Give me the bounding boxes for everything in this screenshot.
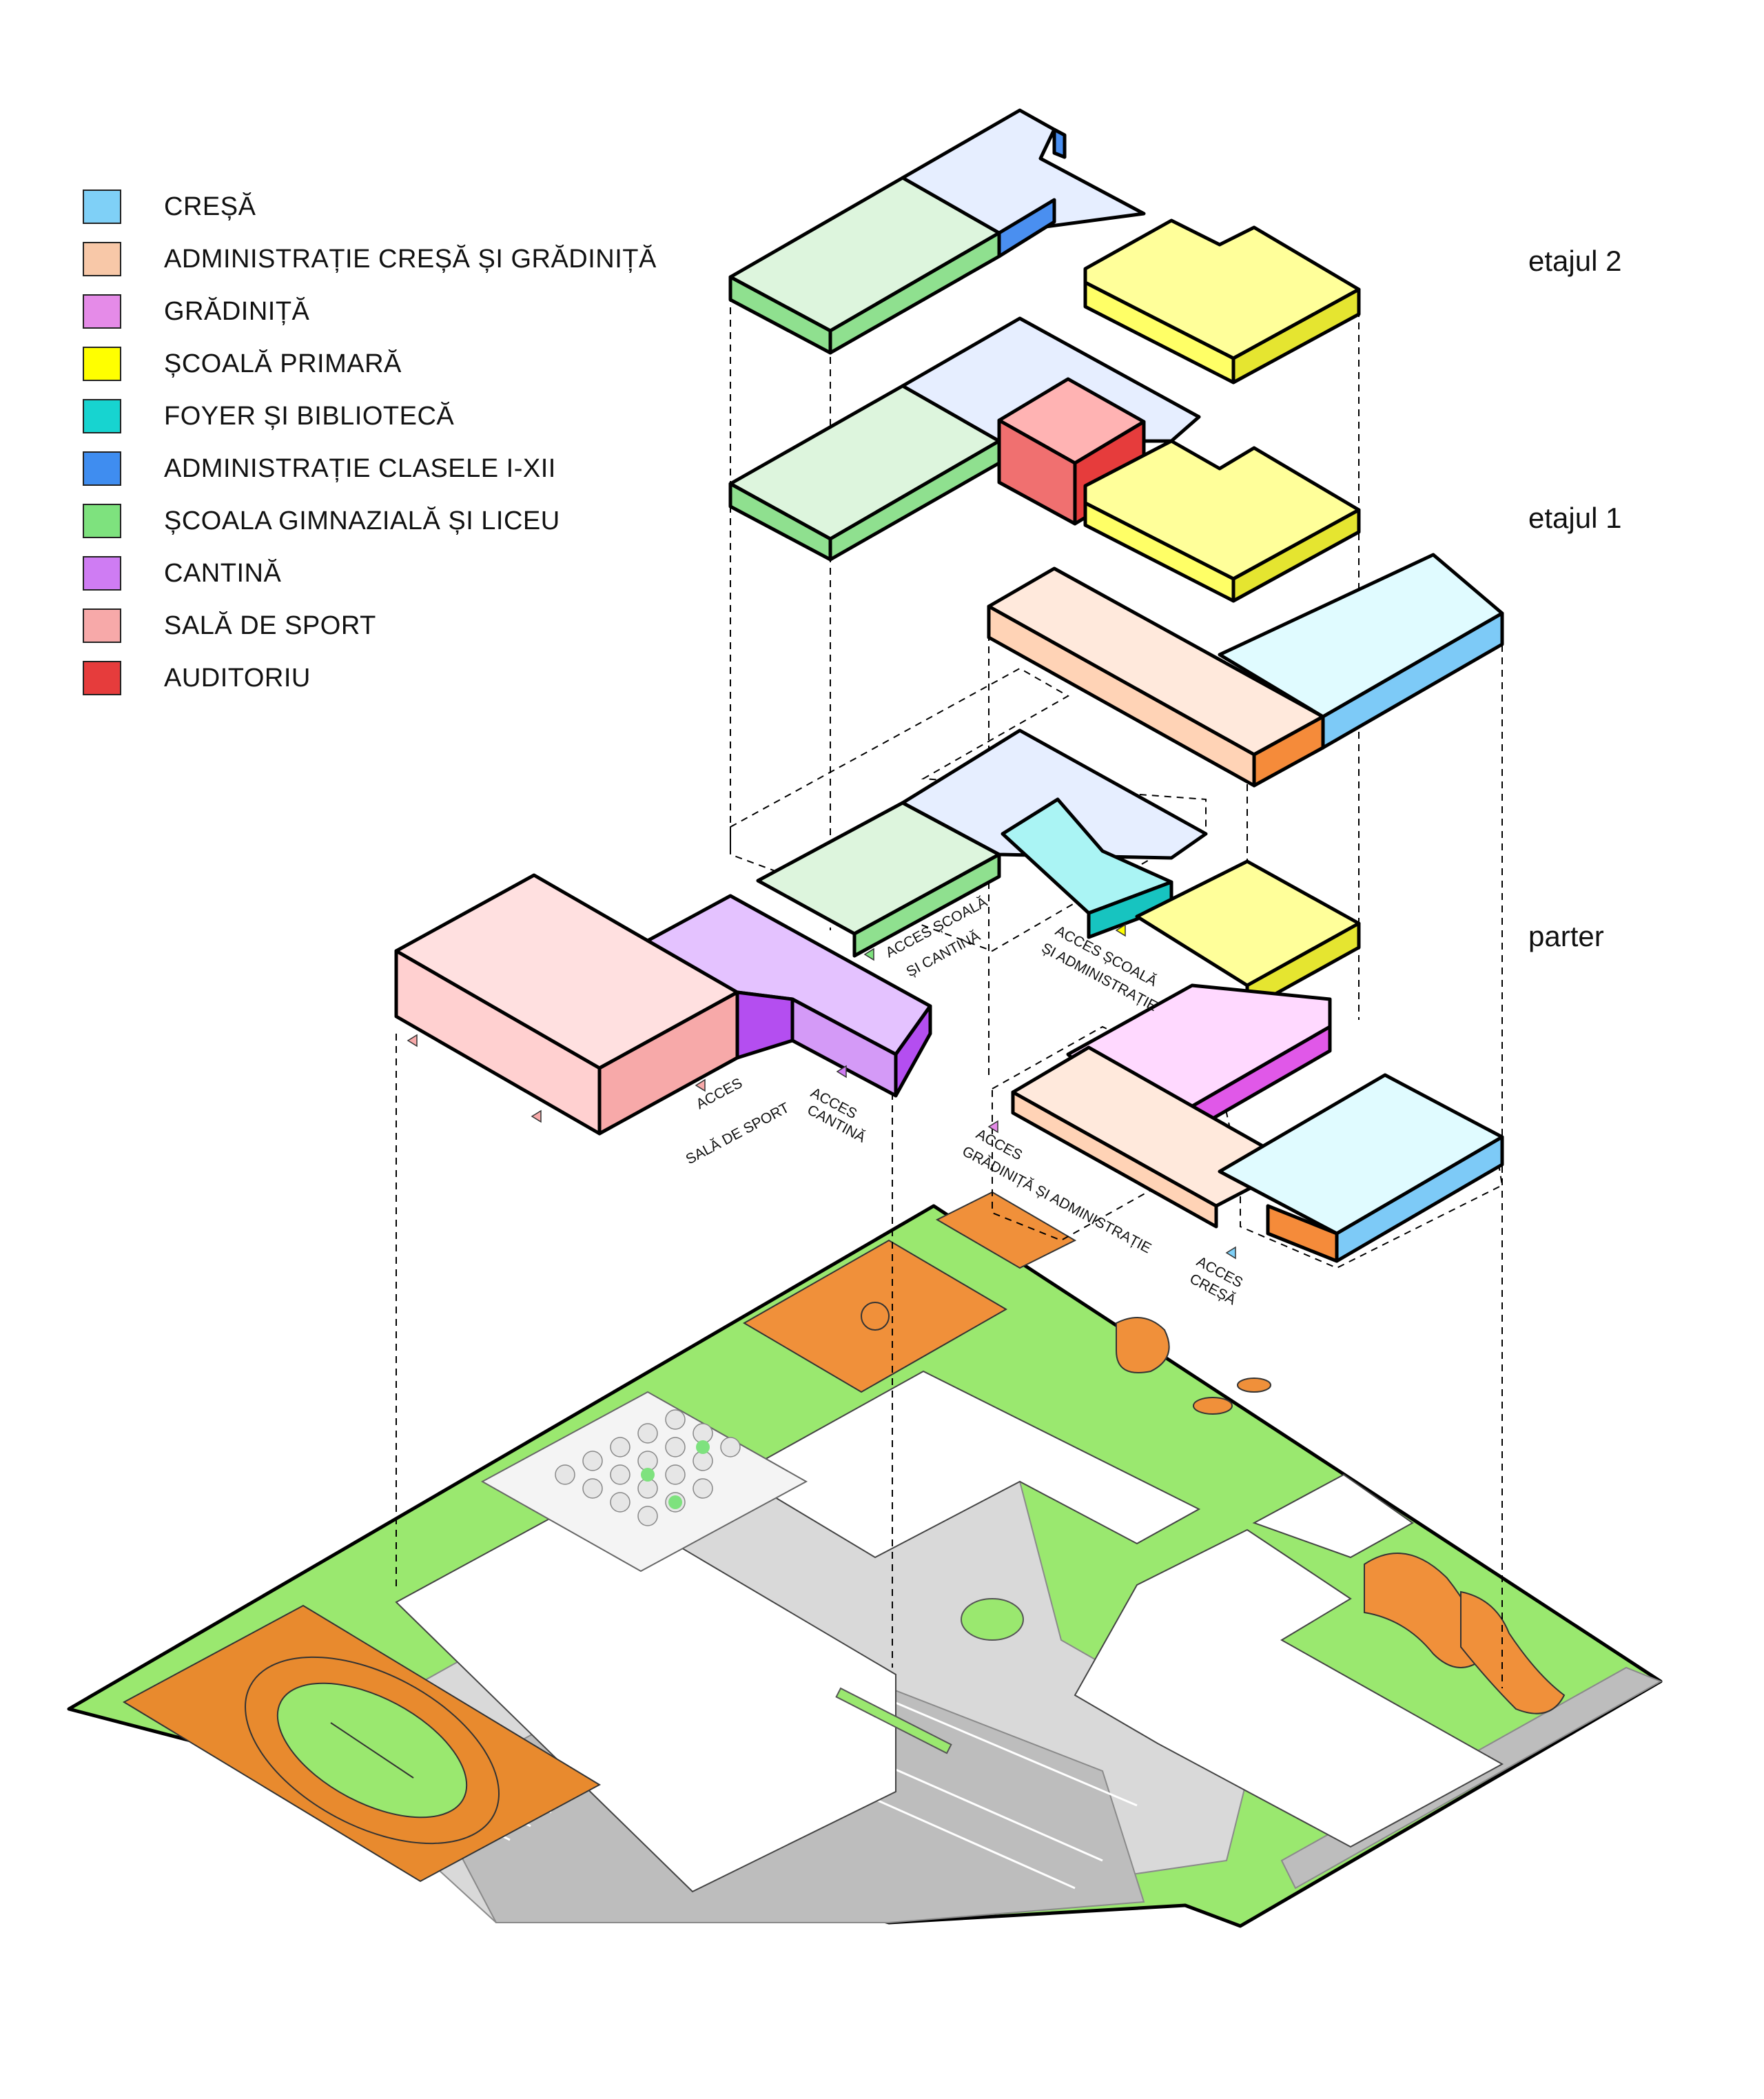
- legend-swatch: [83, 451, 121, 486]
- access-marker-kindergarten: [987, 1120, 998, 1134]
- level-label-floor2: etajul 2: [1528, 245, 1622, 277]
- legend-label: ADMINISTRAȚIE CREȘĂ ȘI GRĂDINIȚĂ: [164, 244, 657, 274]
- legend-swatch: [83, 504, 121, 538]
- floor-1-volume: [728, 316, 1361, 603]
- legend: CREȘĂ ADMINISTRAȚIE CREȘĂ ȘI GRĂDINIȚĂ G…: [83, 181, 703, 704]
- legend-item-admin-clasele: ADMINISTRAȚIE CLASELE I-XII: [83, 442, 703, 495]
- access-marker-canteen: [836, 1065, 847, 1078]
- legend-swatch: [83, 242, 121, 276]
- legend-swatch: [83, 399, 121, 433]
- legend-item-scoala-primara: ȘCOALĂ PRIMARĂ: [83, 338, 703, 390]
- legend-swatch: [83, 347, 121, 381]
- legend-swatch: [83, 294, 121, 329]
- legend-item-cresa: CREȘĂ: [83, 181, 703, 233]
- legend-item-foyer: FOYER ȘI BIBLIOTECĂ: [83, 390, 703, 442]
- access-marker-nursery: [1225, 1246, 1236, 1260]
- legend-swatch: [83, 608, 121, 643]
- legend-item-admin-cresa: ADMINISTRAȚIE CREȘĂ ȘI GRĂDINIȚĂ: [83, 233, 703, 285]
- legend-label: ȘCOALA GIMNAZIALĂ ȘI LICEU: [164, 506, 560, 535]
- play-blobs: [1116, 1317, 1566, 1714]
- legend-swatch: [83, 190, 121, 224]
- footprint-east: [1074, 1528, 1504, 1848]
- site-plan: [67, 1191, 1663, 1928]
- footprint-east-2: [1252, 1473, 1414, 1559]
- running-track: [122, 1604, 602, 1883]
- green-islands: [835, 1598, 1024, 1754]
- legend-label: CREȘĂ: [164, 192, 256, 221]
- nursery-admin-block: [987, 553, 1504, 788]
- legend-item-cantina: CANTINĂ: [83, 547, 703, 600]
- access-marker-sport-3: [695, 1078, 706, 1092]
- legend-label: AUDITORIU: [164, 663, 311, 693]
- legend-label: FOYER ȘI BIBLIOTECĂ: [164, 401, 455, 431]
- access-markers: [407, 923, 1236, 1260]
- access-marker-sport: [407, 1034, 418, 1047]
- legend-item-sala-sport: SALĂ DE SPORT: [83, 600, 703, 652]
- legend-swatch: [83, 661, 121, 695]
- access-marker-sport-2: [531, 1109, 542, 1123]
- legend-item-gradinita: GRĂDINIȚĂ: [83, 285, 703, 338]
- footprint-school: [736, 1370, 1201, 1559]
- access-marker-school-admin: [1115, 923, 1126, 937]
- legend-label: ADMINISTRAȚIE CLASELE I-XII: [164, 453, 556, 483]
- ground-floor-volume: [394, 728, 1504, 1263]
- access-sport-line1: ACCES: [694, 1075, 746, 1112]
- sport-courts: [743, 1191, 1077, 1393]
- level-label-floor1: etajul 1: [1528, 502, 1622, 534]
- legend-label: CANTINĂ: [164, 558, 282, 588]
- legend-label: SALĂ DE SPORT: [164, 611, 376, 640]
- legend-item-gimnaziala: ȘCOALA GIMNAZIALĂ ȘI LICEU: [83, 495, 703, 547]
- legend-label: GRĂDINIȚĂ: [164, 296, 310, 326]
- level-label-ground: parter: [1528, 920, 1604, 952]
- access-marker-school-canteen: [863, 948, 874, 961]
- hex-playground: [480, 1391, 808, 1573]
- legend-item-auditoriu: AUDITORIU: [83, 652, 703, 704]
- legend-swatch: [83, 556, 121, 591]
- legend-label: ȘCOALĂ PRIMARĂ: [164, 349, 402, 378]
- floor-2-volume: [728, 108, 1361, 385]
